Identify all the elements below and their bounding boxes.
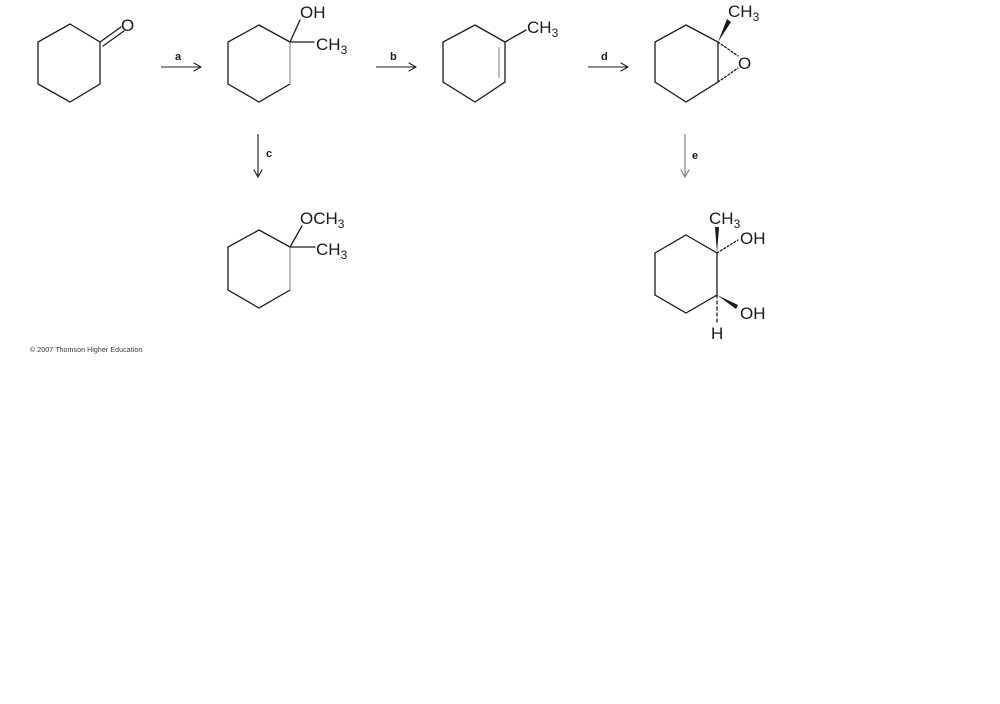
methylcyclohexene-structure: CH3 bbox=[442, 18, 559, 103]
arrow-d: d bbox=[588, 51, 628, 67]
epoxide-oxygen-label: O bbox=[738, 54, 751, 73]
hash-bond-oh bbox=[716, 239, 739, 254]
reagent-label-c: c bbox=[266, 148, 272, 160]
hydroxyl-label: OH bbox=[300, 3, 326, 22]
cyclohexane-ring bbox=[654, 24, 719, 103]
cyclohexane-ring bbox=[37, 23, 101, 103]
arrow-e: e bbox=[685, 134, 698, 177]
wedge-bond-methyl bbox=[715, 227, 719, 253]
copyright-notice: © 2007 Thomson Higher Education bbox=[30, 347, 143, 354]
arrow-c: c bbox=[258, 134, 272, 177]
cyclohexane-ring bbox=[654, 234, 718, 314]
hydrogen-label: H bbox=[711, 324, 723, 343]
wedge-bond-oh bbox=[717, 295, 738, 309]
arrow-b: b bbox=[376, 51, 416, 67]
reagent-label-a: a bbox=[175, 51, 182, 63]
methoxy-label: OCH3 bbox=[300, 209, 345, 231]
cyclohexane-ring bbox=[227, 24, 291, 103]
reagent-label-d: d bbox=[601, 51, 608, 63]
hydroxyl-label-1: OH bbox=[740, 229, 766, 248]
oxygen-label: O bbox=[121, 16, 134, 35]
methyl-label: CH3 bbox=[709, 209, 741, 231]
arrow-a: a bbox=[161, 51, 201, 67]
methyl-label: CH3 bbox=[527, 18, 559, 40]
cyclohexane-ring bbox=[227, 229, 291, 309]
cyclohexene-ring bbox=[442, 24, 506, 103]
methylcyclohexanediol-structure: CH3 OH OH H bbox=[654, 209, 766, 343]
wedge-bond bbox=[718, 19, 731, 42]
epoxide-structure: O CH3 bbox=[654, 2, 760, 103]
carbonyl-bond bbox=[99, 26, 122, 43]
methoxy-methylcyclohexane-structure: OCH3 CH3 bbox=[227, 209, 348, 309]
methylcyclohexanol-structure: OH CH3 bbox=[227, 3, 348, 103]
methyl-label: CH3 bbox=[316, 35, 348, 57]
methyl-label: CH3 bbox=[728, 2, 760, 24]
reagent-label-e: e bbox=[692, 150, 698, 162]
hydroxyl-label-2: OH bbox=[740, 304, 766, 323]
cyclohexanone-structure: O bbox=[37, 16, 134, 103]
methyl-label: CH3 bbox=[316, 240, 348, 262]
reagent-label-b: b bbox=[390, 51, 397, 63]
